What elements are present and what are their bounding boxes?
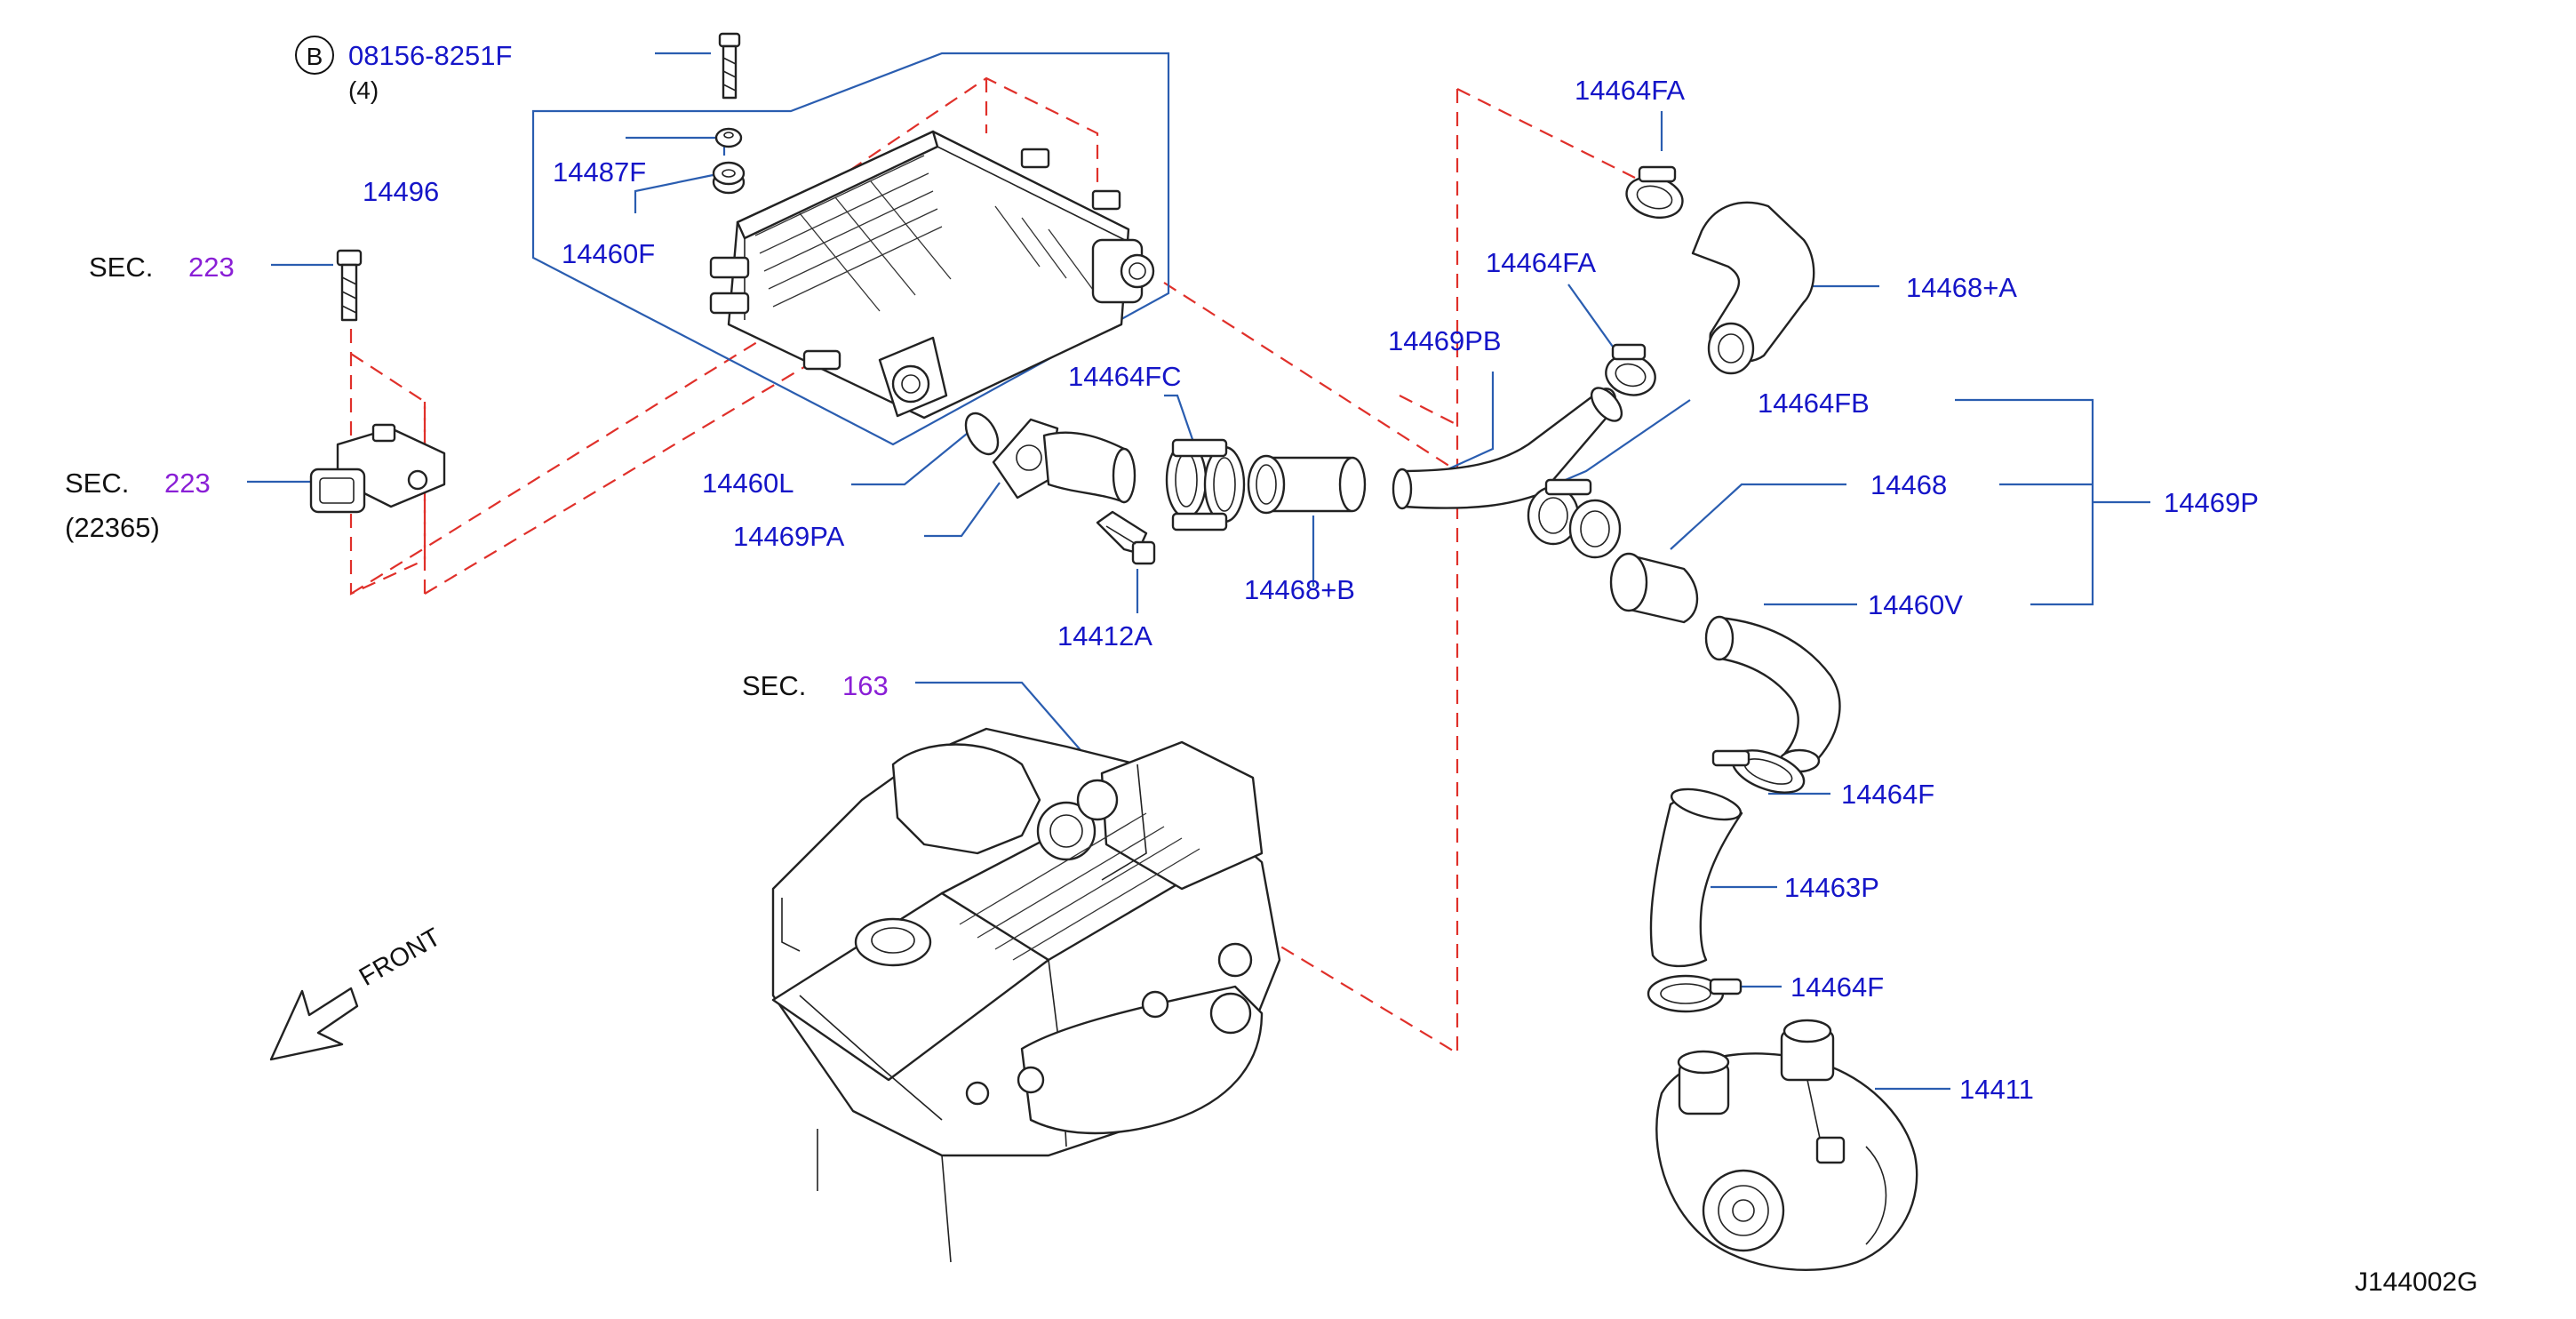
label-14469pb[interactable]: 14469PB <box>1388 325 1502 356</box>
hose-14460v <box>1704 615 1841 773</box>
engine-block <box>771 727 1281 1263</box>
hose-14468a <box>1691 201 1815 375</box>
clamp-14464f-upper <box>1711 749 1806 794</box>
sec-223-prefix-a: SEC. <box>89 252 154 283</box>
label-14460l[interactable]: 14460L <box>702 468 794 499</box>
label-14464fa-mid[interactable]: 14464FA <box>1486 247 1597 278</box>
tube-14469pb <box>1392 387 1623 510</box>
label-14464f-upper[interactable]: 14464F <box>1841 779 1935 810</box>
clamp-14464fc <box>1165 438 1246 532</box>
label-14460v[interactable]: 14460V <box>1868 589 1963 620</box>
label-14464fb[interactable]: 14464FB <box>1758 388 1870 419</box>
label-14464f-lower[interactable]: 14464F <box>1790 971 1885 1003</box>
label-14463p[interactable]: 14463P <box>1784 872 1879 903</box>
leader-lines <box>247 52 2150 1091</box>
label-14469pa[interactable]: 14469PA <box>733 521 845 552</box>
bolt-badge: B <box>295 36 334 75</box>
grommet-14460f <box>712 161 746 195</box>
sec-163-link[interactable]: 163 <box>842 670 889 701</box>
hose-14468 <box>1609 552 1699 624</box>
turbocharger-14411 <box>1655 1019 1918 1271</box>
tube-14469pa <box>992 418 1136 504</box>
label-14468b[interactable]: 14468+B <box>1244 574 1355 605</box>
label-14464fa-top[interactable]: 14464FA <box>1575 75 1686 106</box>
bolt-14412a <box>1096 510 1156 565</box>
clamp-14464fb <box>1527 478 1622 559</box>
sec-163-prefix: SEC. <box>742 670 807 701</box>
label-14496[interactable]: 14496 <box>363 176 440 207</box>
washer-14487f <box>714 127 743 148</box>
sec-223-sub: (22365) <box>65 512 160 543</box>
clamp-14464fa-top <box>1625 165 1684 220</box>
clamp-14464f-lower <box>1647 974 1743 1013</box>
label-14464fc[interactable]: 14464FC <box>1068 361 1182 392</box>
label-08156-8251f[interactable]: 08156-8251F <box>348 40 513 71</box>
label-14468[interactable]: 14468 <box>1870 469 1948 500</box>
sec223-bolt <box>336 249 363 322</box>
sec-223-link-b[interactable]: 223 <box>164 468 211 499</box>
sec-223-prefix-b: SEC. <box>65 468 130 499</box>
gasket-14460l <box>964 412 1000 456</box>
label-14468a[interactable]: 14468+A <box>1906 272 2017 303</box>
label-14487f[interactable]: 14487F <box>553 156 647 188</box>
label-14469p[interactable]: 14469P <box>2164 487 2259 518</box>
diagram-id: J144002G <box>2355 1267 2478 1297</box>
label-14460f[interactable]: 14460F <box>562 238 656 269</box>
bolt-08156 <box>718 32 741 100</box>
sec-223-link-a[interactable]: 223 <box>188 252 235 283</box>
intercooler-drawing <box>709 130 1155 420</box>
label-14412a[interactable]: 14412A <box>1057 620 1152 652</box>
hose-14468b <box>1247 454 1367 515</box>
label-14411[interactable]: 14411 <box>1959 1074 2034 1105</box>
label-bolt-qty: (4) <box>348 76 379 104</box>
hose-14463p <box>1649 787 1743 968</box>
boost-sensor-22365 <box>309 423 446 514</box>
front-arrow-icon <box>269 987 359 1061</box>
clamp-14464fa-mid <box>1605 343 1656 396</box>
